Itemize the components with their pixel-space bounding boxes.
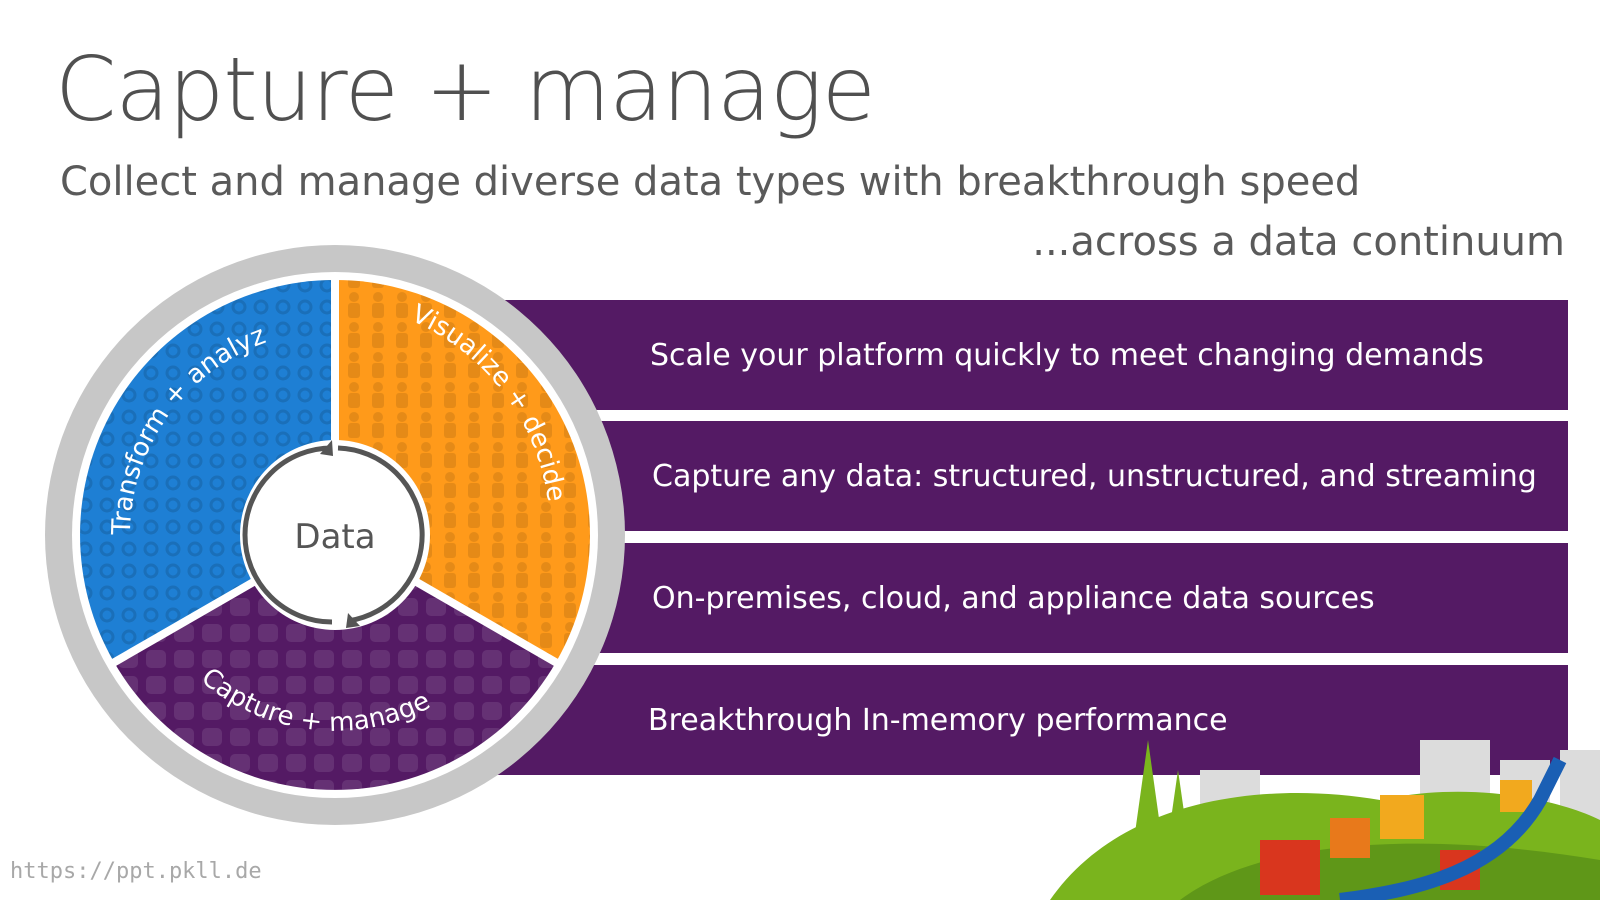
conveyor-graphic [1339,756,1567,900]
slide-subtitle: Collect and manage diverse data types wi… [60,159,1361,205]
slide-title: Capture + manage [55,38,876,141]
cycle-arrows-icon [242,445,425,625]
feature-bar-scale: Scale your platform quickly to meet chan… [440,300,1568,410]
feature-bar-sources: On-premises, cloud, and appliance data s… [440,543,1568,653]
feature-bar-label: Breakthrough In-memory performance [648,702,1228,738]
feature-bar-label: On-premises, cloud, and appliance data s… [652,580,1375,616]
landscape-illustration [1050,740,1600,900]
feature-bar-label: Scale your platform quickly to meet chan… [650,337,1484,373]
center-label: Data [294,517,375,557]
data-cycle-diagram: Data Transform + analyze Visualize + dec… [30,230,625,825]
watermark-url: https://ppt.pkll.de [10,859,262,884]
feature-bar-performance: Breakthrough In-memory performance [440,665,1568,775]
center-hub [240,440,430,630]
slide-tagline: ...across a data continuum [1032,219,1565,265]
feature-bar-capture: Capture any data: structured, unstructur… [440,421,1568,531]
feature-bar-label: Capture any data: structured, unstructur… [652,458,1537,494]
box-icon [1260,780,1532,895]
